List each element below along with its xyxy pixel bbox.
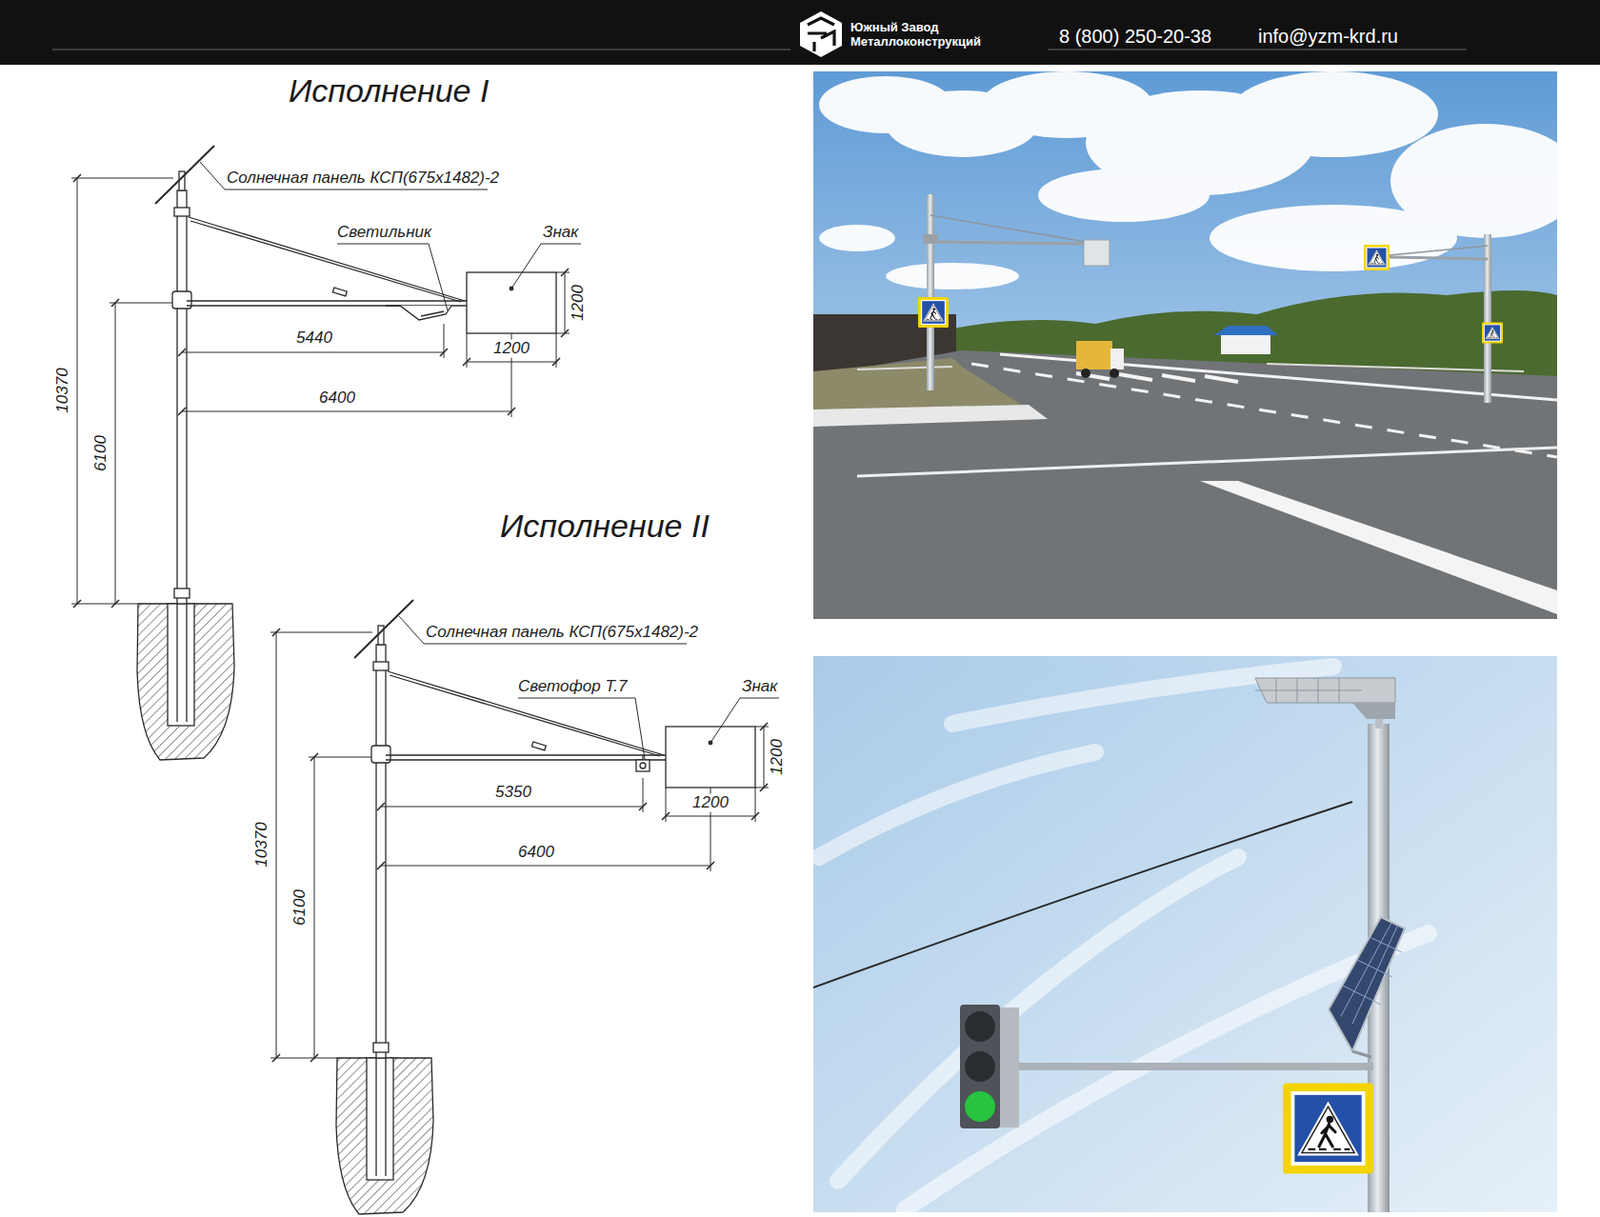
traffic-light-drawing [399, 616, 780, 772]
part-label: Солнечная панель КСП(675х1482)-2 [226, 169, 500, 188]
dimension: 6400 [516, 843, 557, 862]
dimension: 6100 [92, 433, 111, 474]
dimension: 1200 [491, 340, 532, 359]
dimension: 6100 [291, 887, 310, 928]
part-label: Светильник [337, 223, 432, 242]
dimension: 1200 [569, 282, 588, 323]
logo-icon [800, 11, 842, 58]
luminaire-drawing [200, 161, 581, 320]
dimension: 6400 [317, 389, 358, 408]
email-address: info@yzm-krd.ru [1258, 25, 1399, 47]
photo-road [813, 71, 1558, 620]
header-band [0, 0, 1600, 65]
dimension: 1200 [690, 794, 731, 813]
dimension: 5440 [294, 329, 335, 348]
company-name: Южный Завод [850, 20, 940, 35]
phone-number: 8 (800) 250-20-38 [1059, 25, 1212, 47]
part-label: Знак [542, 223, 579, 242]
part-label: Светофор Т.7 [518, 678, 628, 697]
pole-drawing-1 [71, 145, 570, 760]
part-label: Солнечная панель КСП(675х1482)-2 [425, 623, 699, 642]
pole-drawing-2 [270, 600, 769, 1215]
variant-title: Исполнение I [288, 73, 489, 109]
company-name: Металлоконструкций [850, 35, 981, 49]
photo-pole [813, 656, 1558, 1213]
dimension: 1200 [768, 737, 787, 778]
variant-title: Исполнение II [500, 508, 710, 544]
dimension: 10370 [253, 820, 272, 869]
dimension: 10370 [54, 365, 73, 415]
dimension: 5350 [493, 783, 534, 802]
part-label: Знак [741, 678, 778, 697]
